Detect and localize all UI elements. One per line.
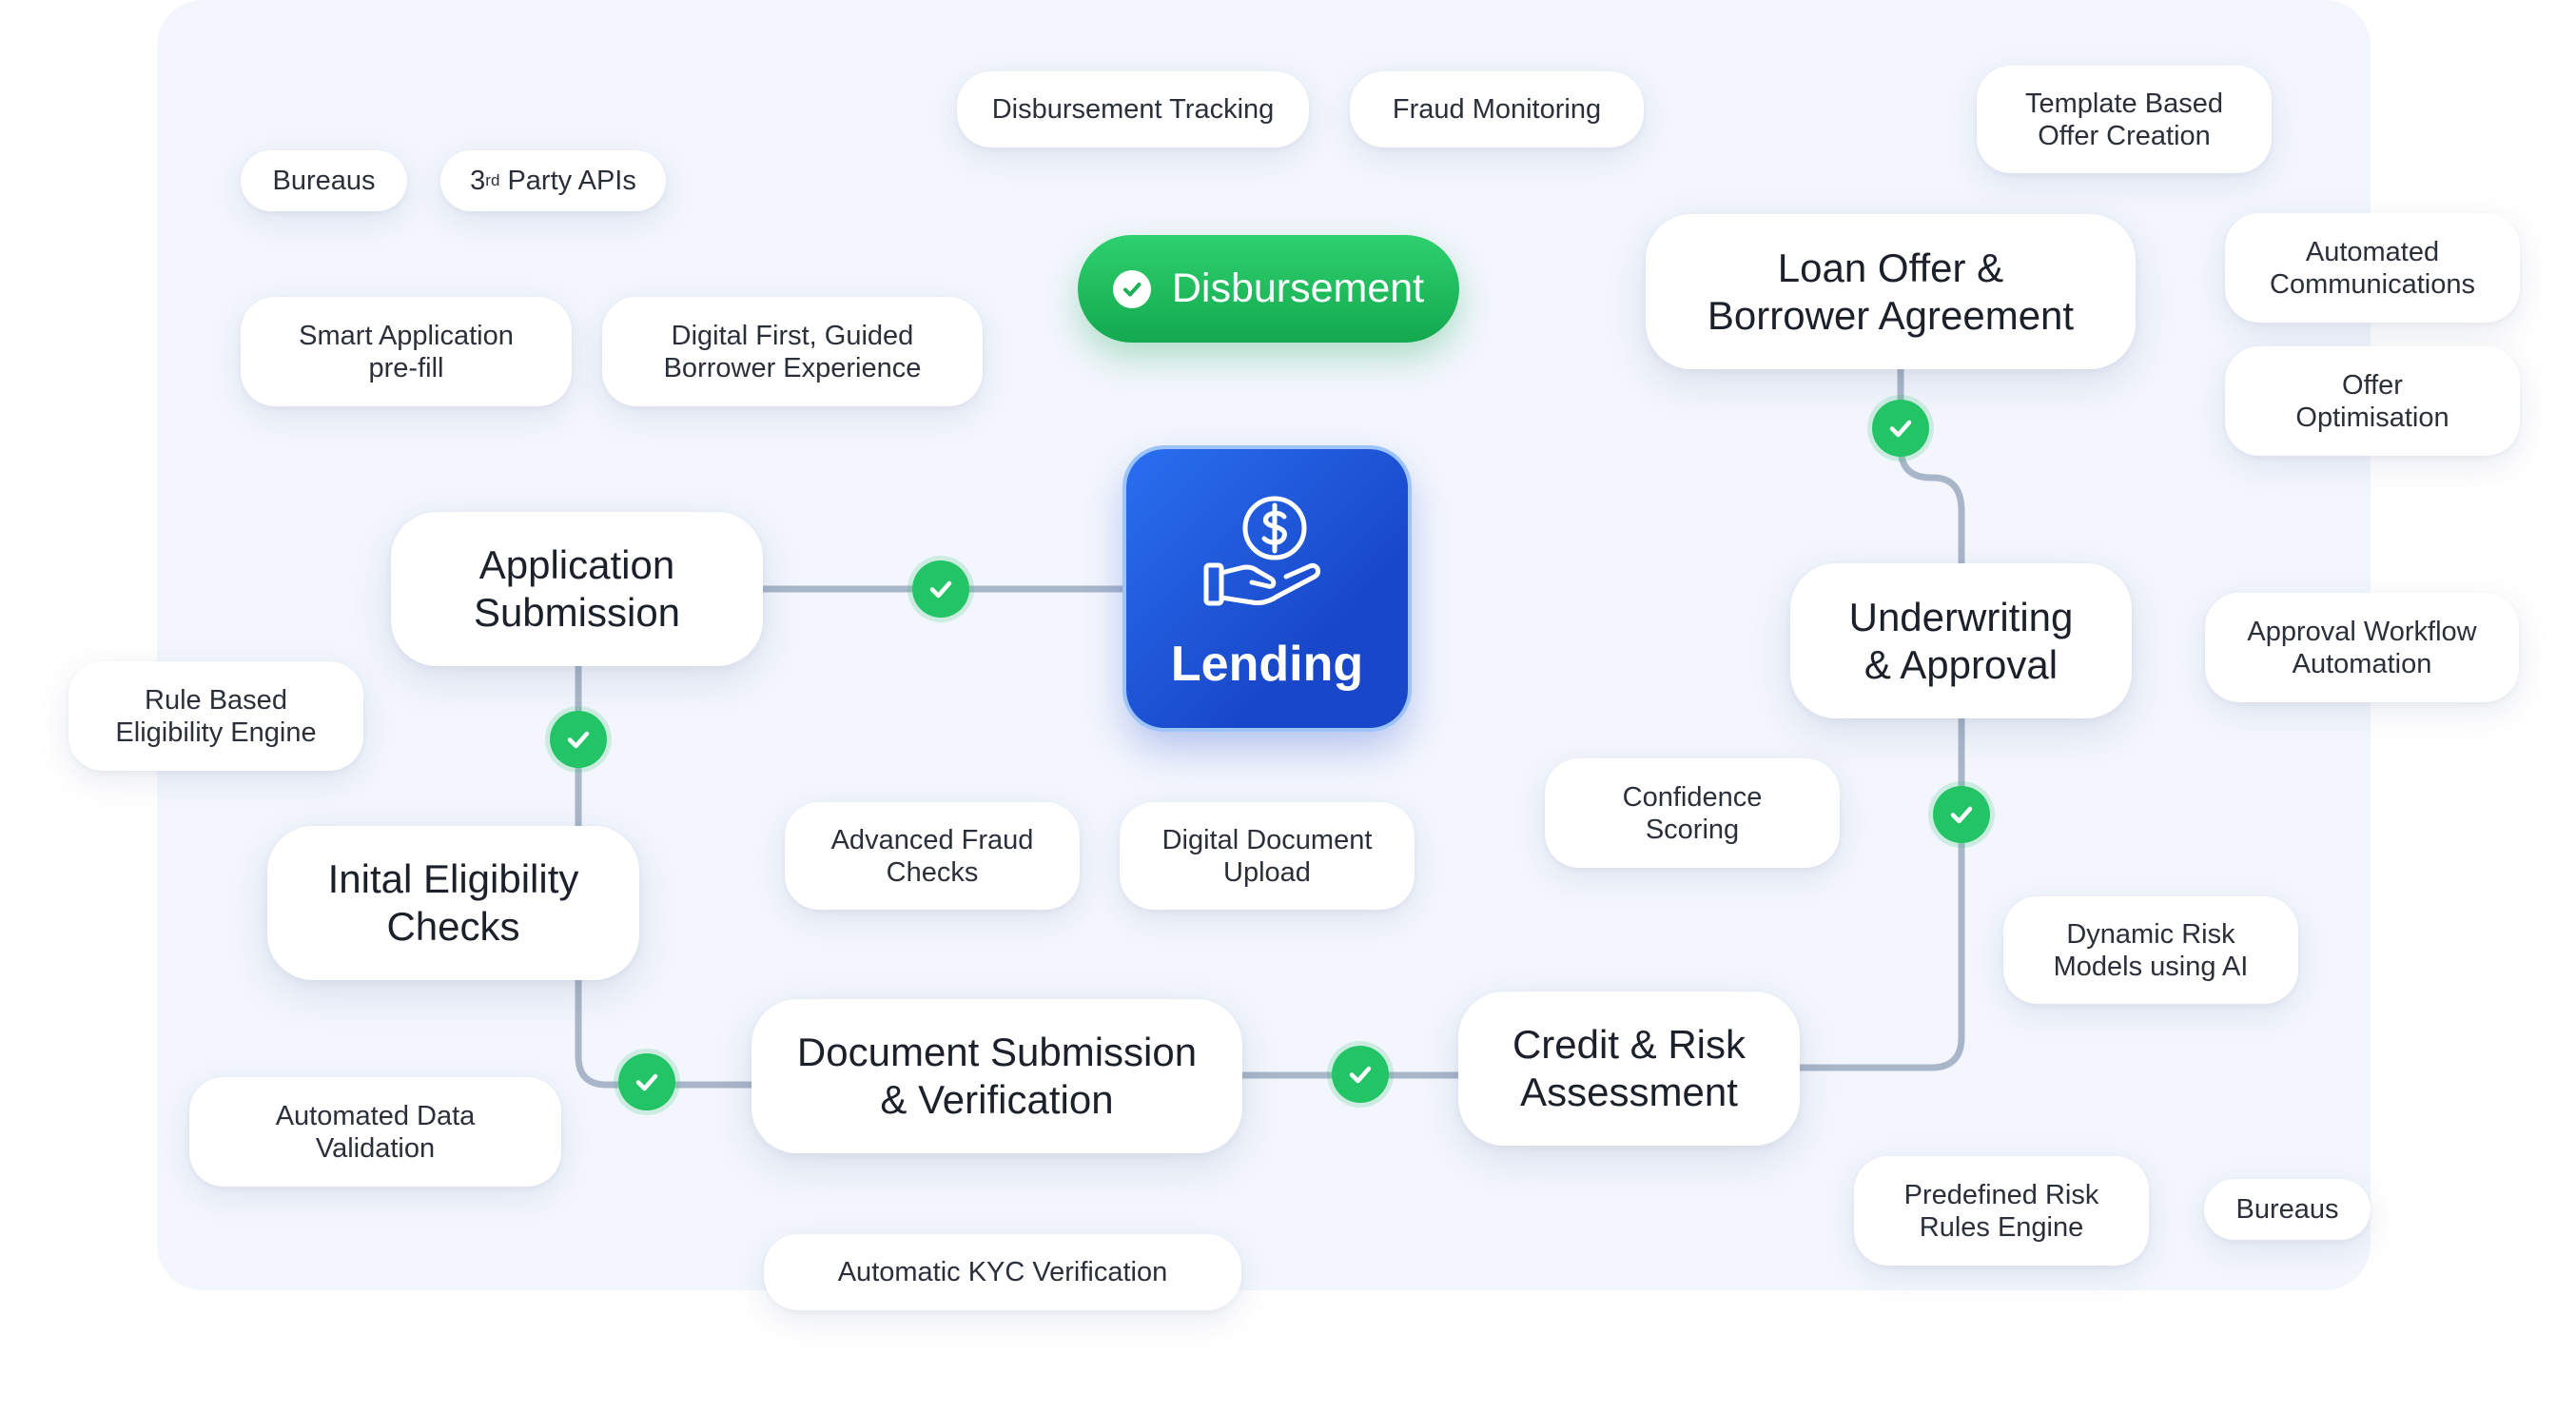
lending-label: Lending <box>1170 637 1364 692</box>
stage-application-submission: Application Submission <box>391 512 763 666</box>
chip-smart-prefill: Smart Application pre-fill <box>241 297 572 406</box>
third-party-number: 3 <box>470 166 486 196</box>
connector-eligibility-documents <box>575 976 755 1089</box>
check-icon <box>1332 1046 1389 1103</box>
chip-bureaus-top: Bureaus <box>241 150 407 211</box>
stage-underwriting-approval: Underwriting & Approval <box>1790 563 2132 718</box>
chip-template-offer: Template Based Offer Creation <box>1977 66 2272 173</box>
stage-loan-offer: Loan Offer & Borrower Agreement <box>1646 214 2136 369</box>
chip-digital-document-upload: Digital Document Upload <box>1120 802 1415 910</box>
check-icon <box>912 560 969 618</box>
disbursement-label: Disbursement <box>1171 265 1425 311</box>
stage-document-verification: Document Submission & Verification <box>751 999 1242 1153</box>
chip-dynamic-risk-models: Dynamic Risk Models using AI <box>2003 896 2298 1004</box>
check-icon <box>618 1053 675 1110</box>
connector-credit-underwriting <box>1796 715 1965 1071</box>
chip-rule-engine: Rule Based Eligibility Engine <box>68 661 363 771</box>
check-icon <box>1872 400 1929 457</box>
disbursement-badge: Disbursement <box>1078 235 1459 343</box>
connector-underwriting-loan-offer <box>1897 363 1965 567</box>
chip-disbursement-tracking: Disbursement Tracking <box>957 71 1309 147</box>
check-icon <box>1933 786 1990 843</box>
chip-advanced-fraud-checks: Advanced Fraud Checks <box>785 802 1080 910</box>
chip-approval-workflow: Approval Workflow Automation <box>2205 593 2519 702</box>
chip-data-validation: Automated Data Validation <box>189 1077 561 1187</box>
stage-initial-eligibility: Inital Eligibility Checks <box>267 826 639 980</box>
chip-fraud-monitoring: Fraud Monitoring <box>1350 71 1644 147</box>
chip-confidence-scoring: Confidence Scoring <box>1545 758 1840 868</box>
chip-digital-first: Digital First, Guided Borrower Experienc… <box>602 297 983 406</box>
third-party-text: Party APIs <box>499 166 636 196</box>
lending-hub: Lending <box>1126 449 1408 728</box>
chip-offer-optimisation: Offer Optimisation <box>2225 346 2520 456</box>
chip-automated-communications: Automated Communications <box>2225 213 2520 323</box>
chip-risk-rules-engine: Predefined Risk Rules Engine <box>1854 1156 2149 1266</box>
check-icon <box>550 711 607 768</box>
chip-bureaus-bottom: Bureaus <box>2204 1179 2371 1240</box>
check-circle-icon <box>1112 269 1151 308</box>
hand-dollar-icon <box>1203 496 1321 606</box>
stage-credit-risk: Credit & Risk Assessment <box>1458 992 1800 1146</box>
chip-kyc-verification: Automatic KYC Verification <box>764 1234 1241 1310</box>
